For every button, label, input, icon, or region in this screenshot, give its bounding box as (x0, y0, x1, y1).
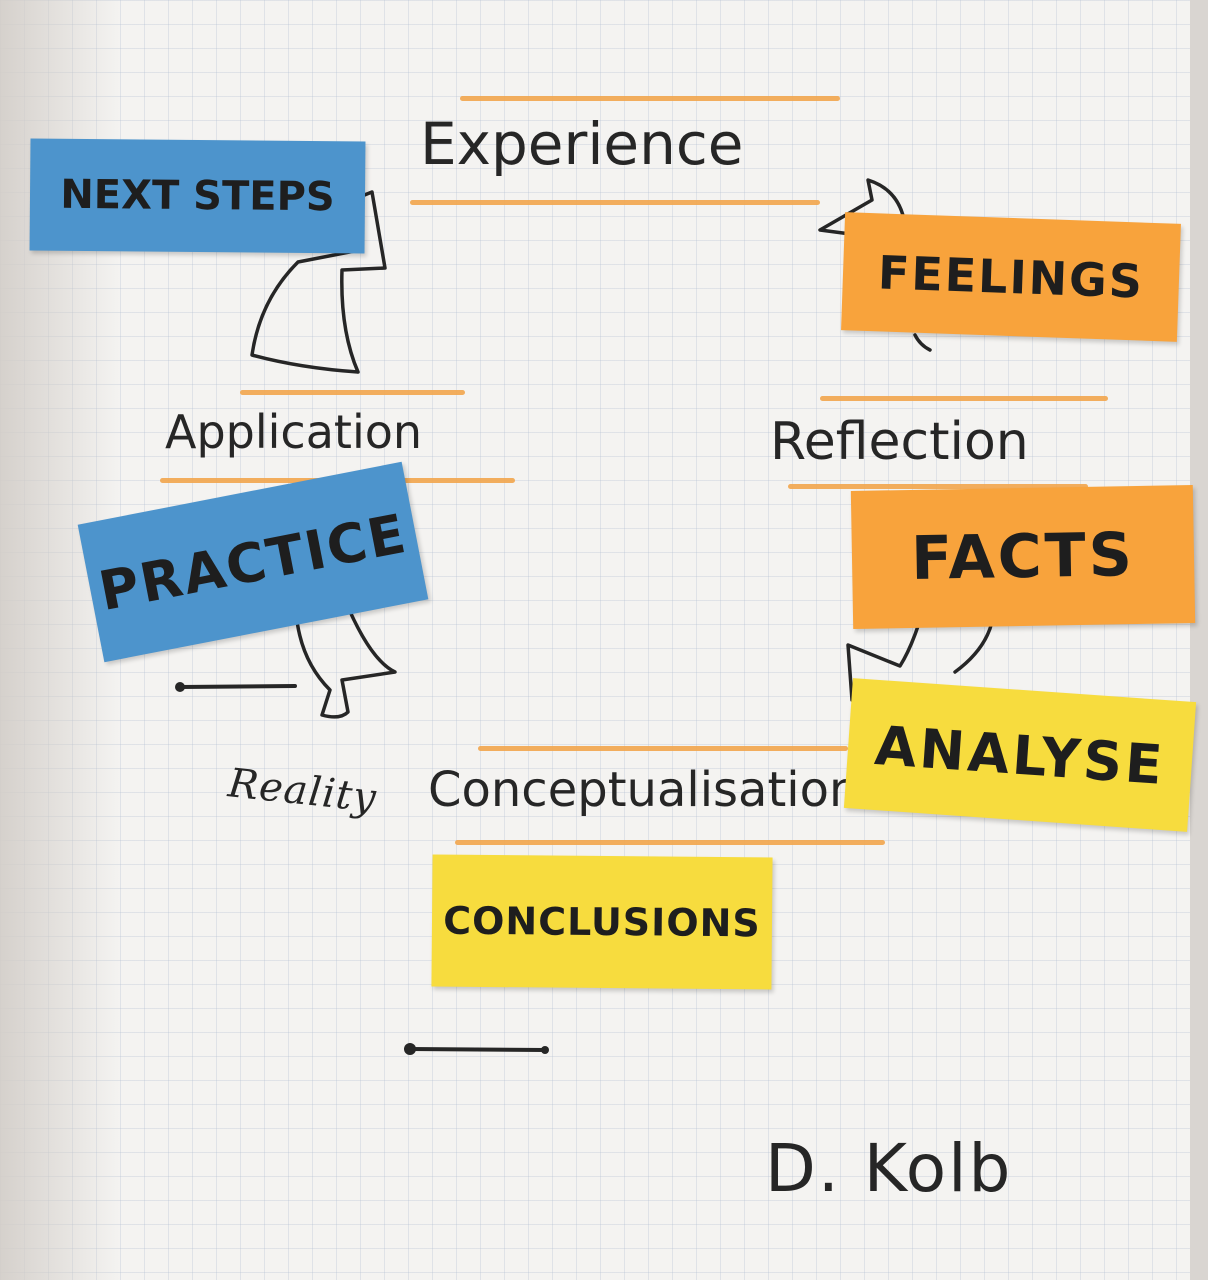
note-practice-label: PRACTICE (93, 501, 413, 623)
stage-conceptualisation: Conceptualisation (428, 762, 860, 818)
stage-experience: Experience (420, 110, 744, 178)
note-feelings-label: FEELINGS (877, 245, 1145, 309)
arrow-reality-to-practice (294, 598, 397, 719)
note-conclusions-label: CONCLUSIONS (443, 898, 761, 946)
note-next-steps-label: NEXT STEPS (60, 171, 335, 221)
arrow-facts-to-analyse (846, 620, 994, 702)
note-facts-label: FACTS (910, 520, 1136, 594)
reflection-underline (788, 484, 1088, 489)
note-analyse: ANALYSE (843, 678, 1197, 832)
arrow-feelings-tail (913, 333, 932, 352)
stage-application: Application (165, 405, 423, 459)
author-signature: D. Kolb (765, 1130, 1013, 1207)
timeline-line-left (178, 684, 297, 689)
conceptualisation-overline (478, 746, 848, 751)
timeline-line-bottom (408, 1047, 547, 1052)
note-conclusions: CONCLUSIONS (431, 854, 773, 990)
note-analyse-label: ANALYSE (872, 713, 1168, 797)
stage-reflection: Reflection (770, 412, 1029, 472)
note-next-steps: NEXT STEPS (29, 138, 366, 254)
arrow-application-to-nextsteps (250, 190, 387, 374)
conceptualisation-underline (455, 840, 885, 845)
experience-underline (410, 200, 820, 205)
reflection-overline (820, 396, 1108, 401)
note-facts: FACTS (850, 485, 1196, 629)
experience-overline (460, 96, 840, 101)
application-overline (240, 390, 465, 395)
note-feelings: FEELINGS (841, 212, 1181, 342)
